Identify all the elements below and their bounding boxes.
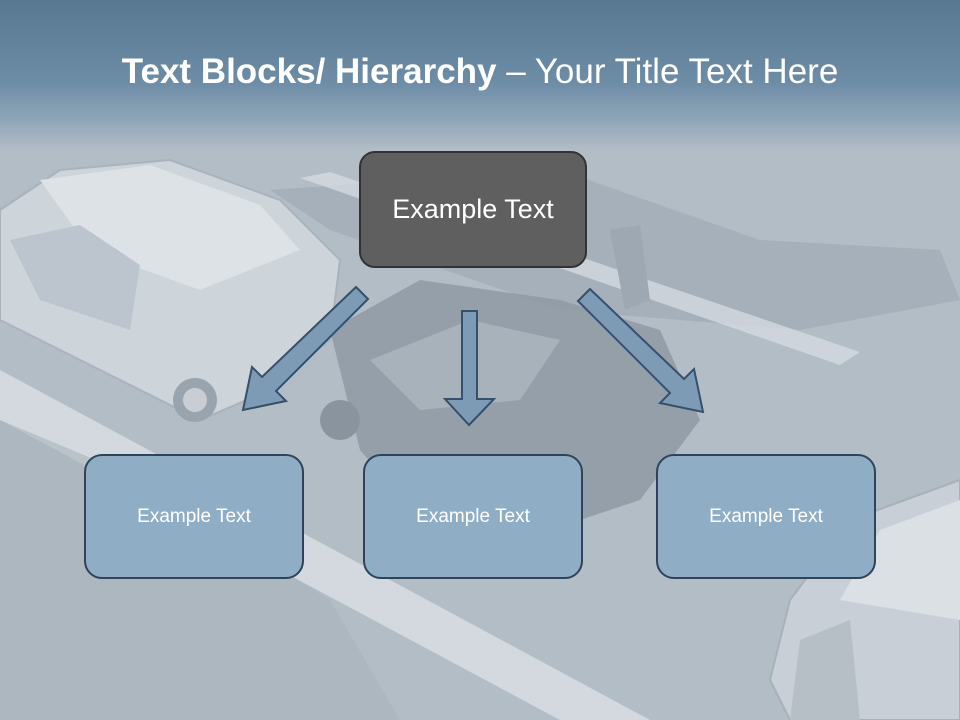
title-rest: – Your Title Text Here (496, 52, 839, 91)
arrow-right (576, 287, 705, 414)
child-text-box-1: Example Text (84, 454, 304, 579)
arrow-center (442, 310, 497, 427)
child-text-box-2: Example Text (363, 454, 583, 579)
top-text-box: Example Text (359, 151, 587, 268)
title-band (0, 0, 960, 150)
title-bold: Text Blocks/ Hierarchy (121, 52, 497, 91)
slide-title: Text Blocks/ Hierarchy – Your Title Text… (0, 52, 960, 92)
arrow-left (241, 285, 370, 412)
child-text-box-3: Example Text (656, 454, 876, 579)
